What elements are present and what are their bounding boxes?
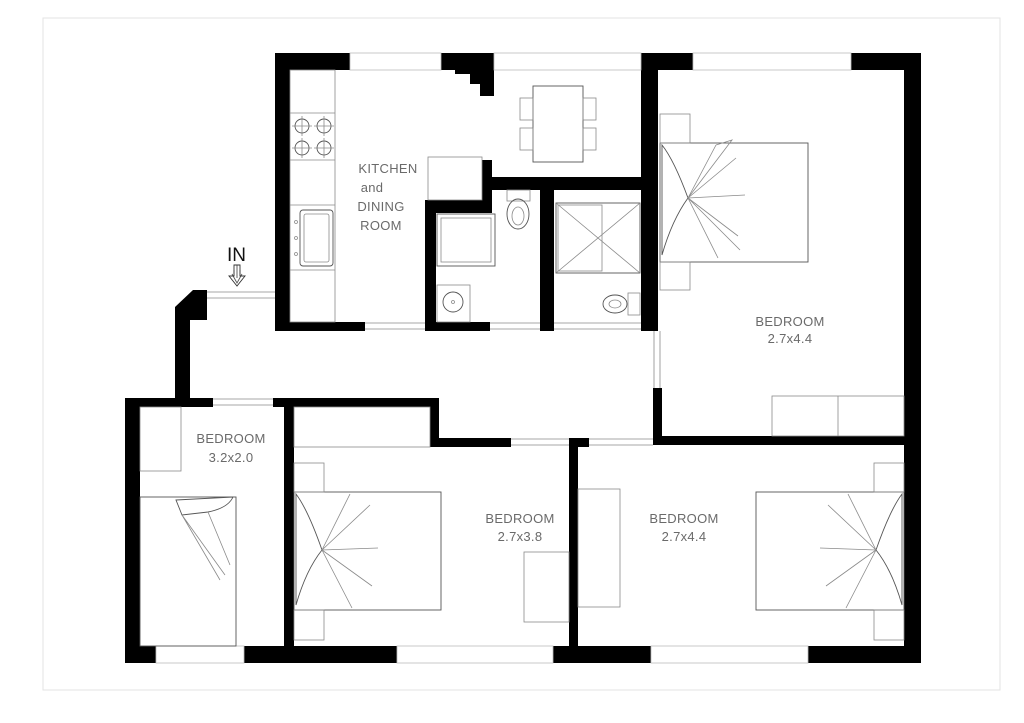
wall — [482, 160, 492, 190]
wall — [275, 322, 365, 331]
entrance-arrow-icon — [228, 264, 246, 287]
svg-text:2.7x4.4: 2.7x4.4 — [768, 331, 813, 346]
drawing-frame — [42, 17, 1001, 691]
wall — [653, 388, 662, 442]
room-label-bedroom-middle: BEDROOM 2.7x3.8 — [485, 511, 554, 544]
wall — [808, 646, 921, 663]
dining-table-icon — [519, 85, 597, 163]
window — [692, 52, 852, 71]
wall — [425, 200, 492, 213]
wall — [430, 398, 439, 446]
svg-text:2.7x4.4: 2.7x4.4 — [662, 529, 707, 544]
stove-icon — [292, 116, 334, 158]
wall — [125, 398, 140, 663]
wall — [540, 322, 554, 331]
window — [396, 645, 554, 664]
wardrobe-icon — [577, 488, 621, 608]
wall — [125, 646, 156, 663]
toilet-icon — [506, 189, 531, 230]
room-label-kitchen: KITCHEN and DINING ROOM — [357, 161, 417, 233]
walls — [125, 53, 921, 663]
svg-text:BEDROOM: BEDROOM — [755, 314, 824, 329]
wall — [482, 177, 492, 213]
svg-text:ROOM: ROOM — [360, 218, 402, 233]
window — [650, 645, 809, 664]
bathtub-icon — [555, 202, 641, 274]
wall — [540, 177, 554, 331]
washing-machine-icon — [436, 213, 496, 267]
wall — [553, 646, 651, 663]
svg-text:BEDROOM: BEDROOM — [485, 511, 554, 526]
wall — [569, 438, 589, 447]
svg-text:DINING: DINING — [357, 199, 404, 214]
wall — [275, 53, 290, 329]
washbasin-icon — [436, 284, 471, 323]
room-label-bedroom-east: BEDROOM 2.7x4.4 — [755, 314, 824, 346]
svg-text:2.7x3.8: 2.7x3.8 — [498, 529, 543, 544]
window — [155, 645, 245, 664]
room-label-bedroom-small: BEDROOM 3.2x2.0 — [196, 431, 265, 465]
wall — [275, 53, 350, 70]
svg-text:BEDROOM: BEDROOM — [196, 431, 265, 446]
svg-text:and: and — [361, 180, 384, 195]
fridge-icon — [427, 156, 483, 201]
wall — [273, 398, 438, 407]
wall — [904, 53, 921, 662]
wall — [284, 398, 294, 663]
wall — [482, 177, 658, 190]
room-label-bedroom-southeast: BEDROOM 2.7x4.4 — [649, 511, 718, 544]
single-bed-icon — [139, 496, 237, 647]
wardrobe-icon — [293, 406, 431, 448]
desk-icon — [523, 551, 570, 623]
wall — [851, 53, 921, 70]
window — [349, 52, 442, 71]
wall — [175, 307, 190, 401]
wall — [183, 307, 207, 320]
wardrobe-icon — [139, 406, 182, 472]
wall — [569, 438, 578, 663]
svg-text:3.2x2.0: 3.2x2.0 — [209, 450, 254, 465]
double-bed-icon — [293, 462, 442, 641]
kitchen-counter — [289, 69, 336, 323]
wall — [430, 438, 511, 447]
svg-text:KITCHEN: KITCHEN — [358, 161, 417, 176]
wall — [425, 322, 490, 331]
wall — [425, 200, 436, 331]
wall — [244, 646, 397, 663]
wall — [641, 53, 658, 331]
bidet-icon — [602, 292, 641, 316]
double-bed-icon — [755, 462, 905, 641]
door-openings — [207, 291, 661, 446]
entrance-label: IN — [227, 245, 246, 266]
wall-column — [441, 53, 494, 96]
double-bed-icon — [659, 113, 809, 291]
wall — [653, 436, 921, 445]
svg-text:BEDROOM: BEDROOM — [649, 511, 718, 526]
sink-icon — [294, 209, 334, 267]
wardrobe-icon — [771, 395, 905, 437]
wall — [125, 398, 213, 407]
window — [493, 52, 642, 71]
windows — [155, 52, 852, 664]
